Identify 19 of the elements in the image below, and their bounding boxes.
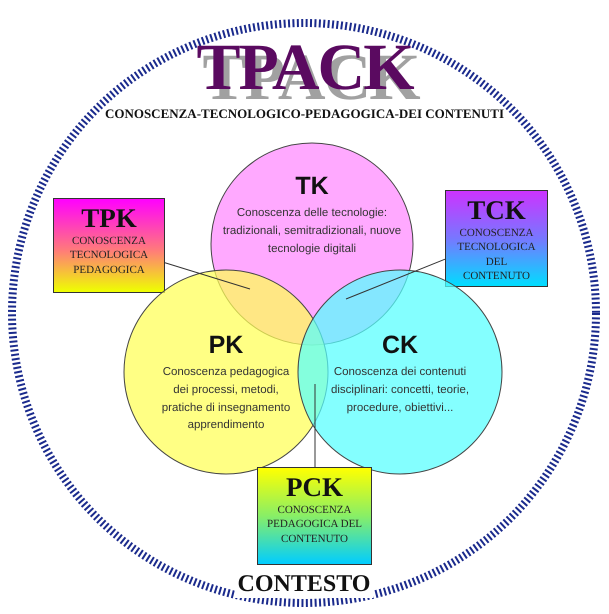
leader-line	[314, 384, 316, 468]
circle-description: Conoscenza delle tecnologie: tradizionali, semitradizionali, nuove tecnologie digitali	[222, 206, 402, 257]
label-box	[257, 467, 372, 565]
leader-line	[164, 262, 250, 290]
circle-heading: TK	[295, 172, 329, 201]
circle-heading: PK	[208, 331, 244, 360]
leader-line	[346, 258, 446, 300]
diagram-title: TPACK	[195, 30, 414, 106]
box-description: CONOSCENZA PEDAGOGICA DEL CONTENUTO	[266, 503, 364, 546]
circle-description: Conoscenza pedagogica dei processi, metodi, pratiche di insegnamento apprendimento	[160, 365, 292, 434]
box-description: CONOSCENZA TECNOLOGICA DEL CONTENUTO	[456, 226, 537, 284]
label-box	[53, 198, 165, 293]
box-description: CONOSCENZA TECNOLOGICA PEDAGOGICA	[68, 234, 150, 277]
label-box	[445, 190, 548, 287]
box-heading: TPK	[81, 203, 137, 234]
box-heading: PCK	[286, 472, 343, 503]
circle-description: Conoscenza dei contenuti disciplinari: concetti, teorie, procedure, obiettivi...	[330, 365, 470, 416]
box-heading: TCK	[467, 195, 526, 226]
circle-heading: CK	[382, 331, 418, 360]
